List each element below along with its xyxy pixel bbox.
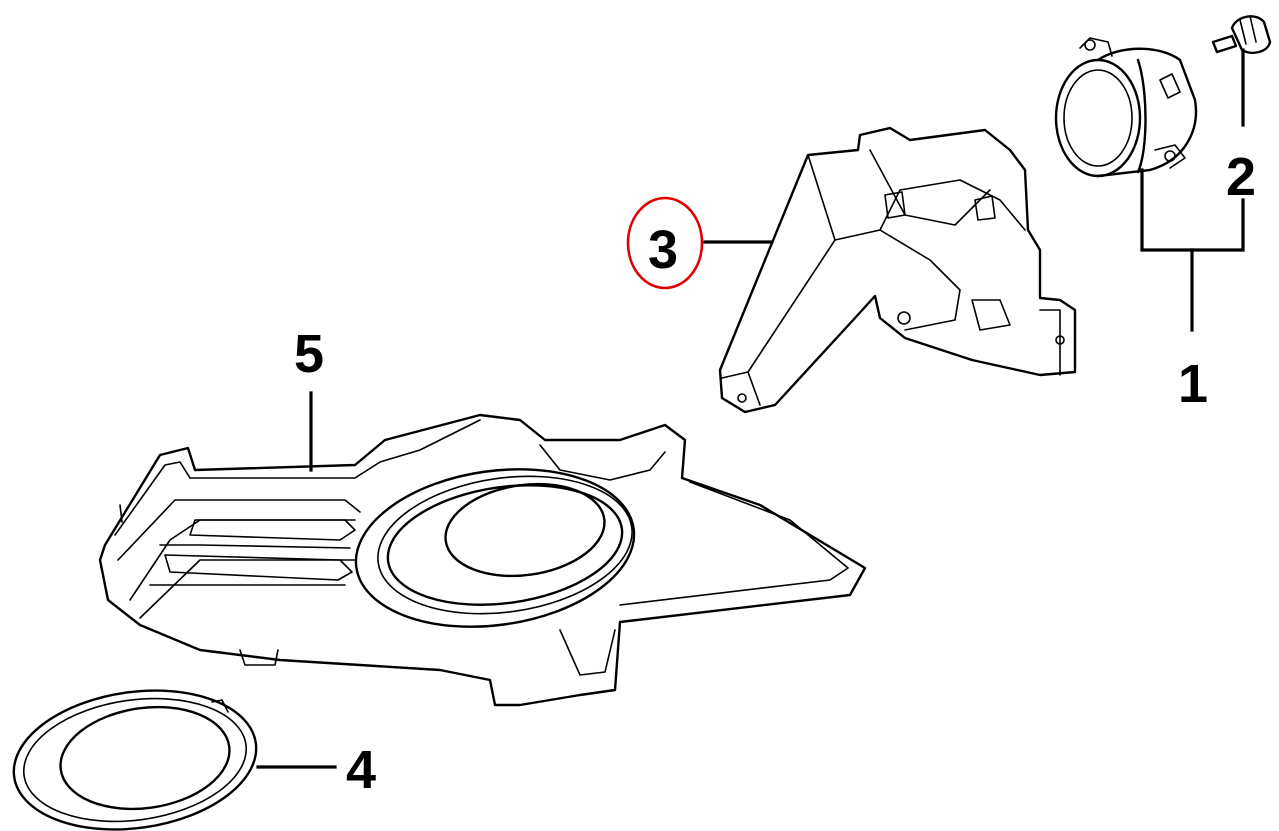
fog-lamp-bezel[interactable] bbox=[5, 676, 266, 831]
callout-3[interactable]: 3 bbox=[648, 220, 678, 280]
fog-lamp-assembly[interactable] bbox=[1054, 37, 1198, 178]
fog-lamp-bracket[interactable] bbox=[718, 126, 1077, 414]
callout-5[interactable]: 5 bbox=[294, 324, 324, 384]
callout-2[interactable]: 2 bbox=[1226, 147, 1256, 207]
callout-4[interactable]: 4 bbox=[346, 740, 376, 800]
callout-3-highlight-circle bbox=[626, 196, 704, 290]
callout-1[interactable]: 1 bbox=[1178, 354, 1208, 414]
bumper-grille-surround[interactable] bbox=[98, 413, 867, 707]
fog-lamp-bulb[interactable] bbox=[1211, 15, 1272, 54]
leader-lines bbox=[256, 48, 1245, 769]
